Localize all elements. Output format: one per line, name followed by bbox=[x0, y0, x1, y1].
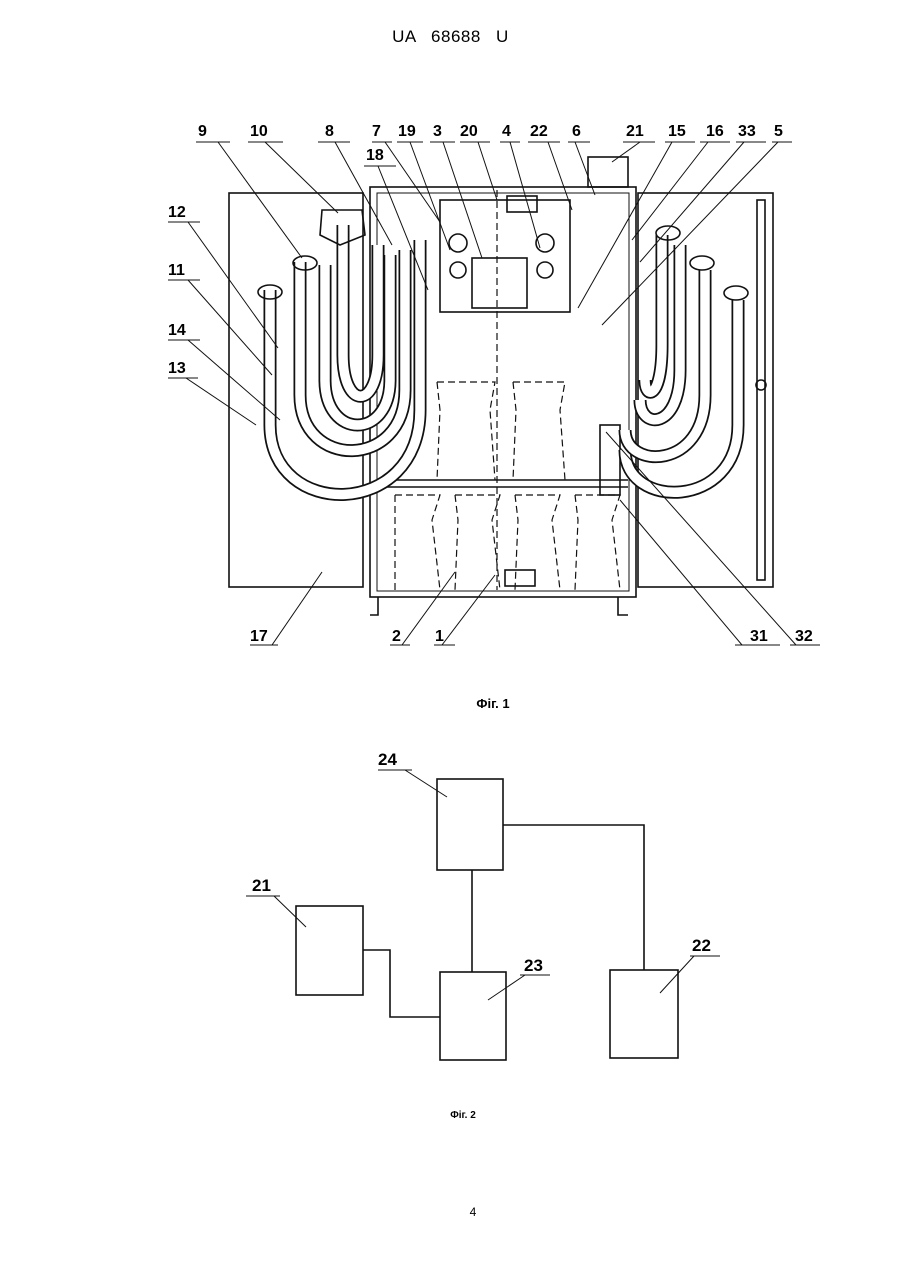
label-4: 4 bbox=[502, 123, 511, 140]
label-3: 3 bbox=[433, 123, 442, 140]
cabinet-legs bbox=[370, 597, 628, 615]
block-23 bbox=[440, 972, 506, 1060]
label-16: 16 bbox=[706, 123, 724, 140]
control-panel bbox=[440, 200, 570, 312]
left-tube-bundle bbox=[258, 210, 420, 494]
figure-2-caption: Фіг. 2 bbox=[0, 1110, 901, 1121]
label-8: 8 bbox=[325, 123, 334, 140]
right-tube-bundle bbox=[625, 226, 748, 492]
figure-1-drawing: 9 10 8 7 19 3 20 4 22 6 21 15 16 33 5 18… bbox=[168, 123, 820, 645]
label-1: 1 bbox=[435, 628, 444, 645]
label-20: 20 bbox=[460, 123, 478, 140]
page-number: 4 bbox=[0, 1205, 901, 1219]
label-11: 11 bbox=[168, 262, 185, 279]
figure-1-caption: Фіг. 1 bbox=[0, 696, 901, 711]
label-33: 33 bbox=[738, 123, 756, 140]
link-21-23 bbox=[363, 950, 440, 1017]
label-2: 2 bbox=[392, 628, 401, 645]
label-31: 31 bbox=[750, 628, 768, 645]
label-19: 19 bbox=[398, 123, 416, 140]
block-24 bbox=[437, 779, 503, 870]
label-10: 10 bbox=[250, 123, 268, 140]
label-9: 9 bbox=[198, 123, 207, 140]
label-22: 22 bbox=[530, 123, 548, 140]
label-6: 6 bbox=[572, 123, 581, 140]
block-21 bbox=[296, 906, 363, 995]
box-21 bbox=[588, 157, 628, 187]
fig2-label-21: 21 bbox=[252, 876, 271, 895]
fig2-label-24: 24 bbox=[378, 750, 397, 769]
label-12: 12 bbox=[168, 204, 186, 221]
label-32: 32 bbox=[795, 628, 813, 645]
label-18: 18 bbox=[366, 147, 384, 164]
fig2-label-23: 23 bbox=[524, 956, 543, 975]
label-7: 7 bbox=[372, 123, 381, 140]
link-24-22 bbox=[503, 825, 644, 970]
label-13: 13 bbox=[168, 360, 186, 377]
fig2-label-22: 22 bbox=[692, 936, 711, 955]
label-15: 15 bbox=[668, 123, 686, 140]
figure-2-block-diagram: 24 21 23 22 bbox=[246, 750, 720, 1060]
label-21: 21 bbox=[626, 123, 644, 140]
label-5: 5 bbox=[774, 123, 783, 140]
label-17: 17 bbox=[250, 628, 268, 645]
label-14: 14 bbox=[168, 322, 186, 339]
block-22 bbox=[610, 970, 678, 1058]
